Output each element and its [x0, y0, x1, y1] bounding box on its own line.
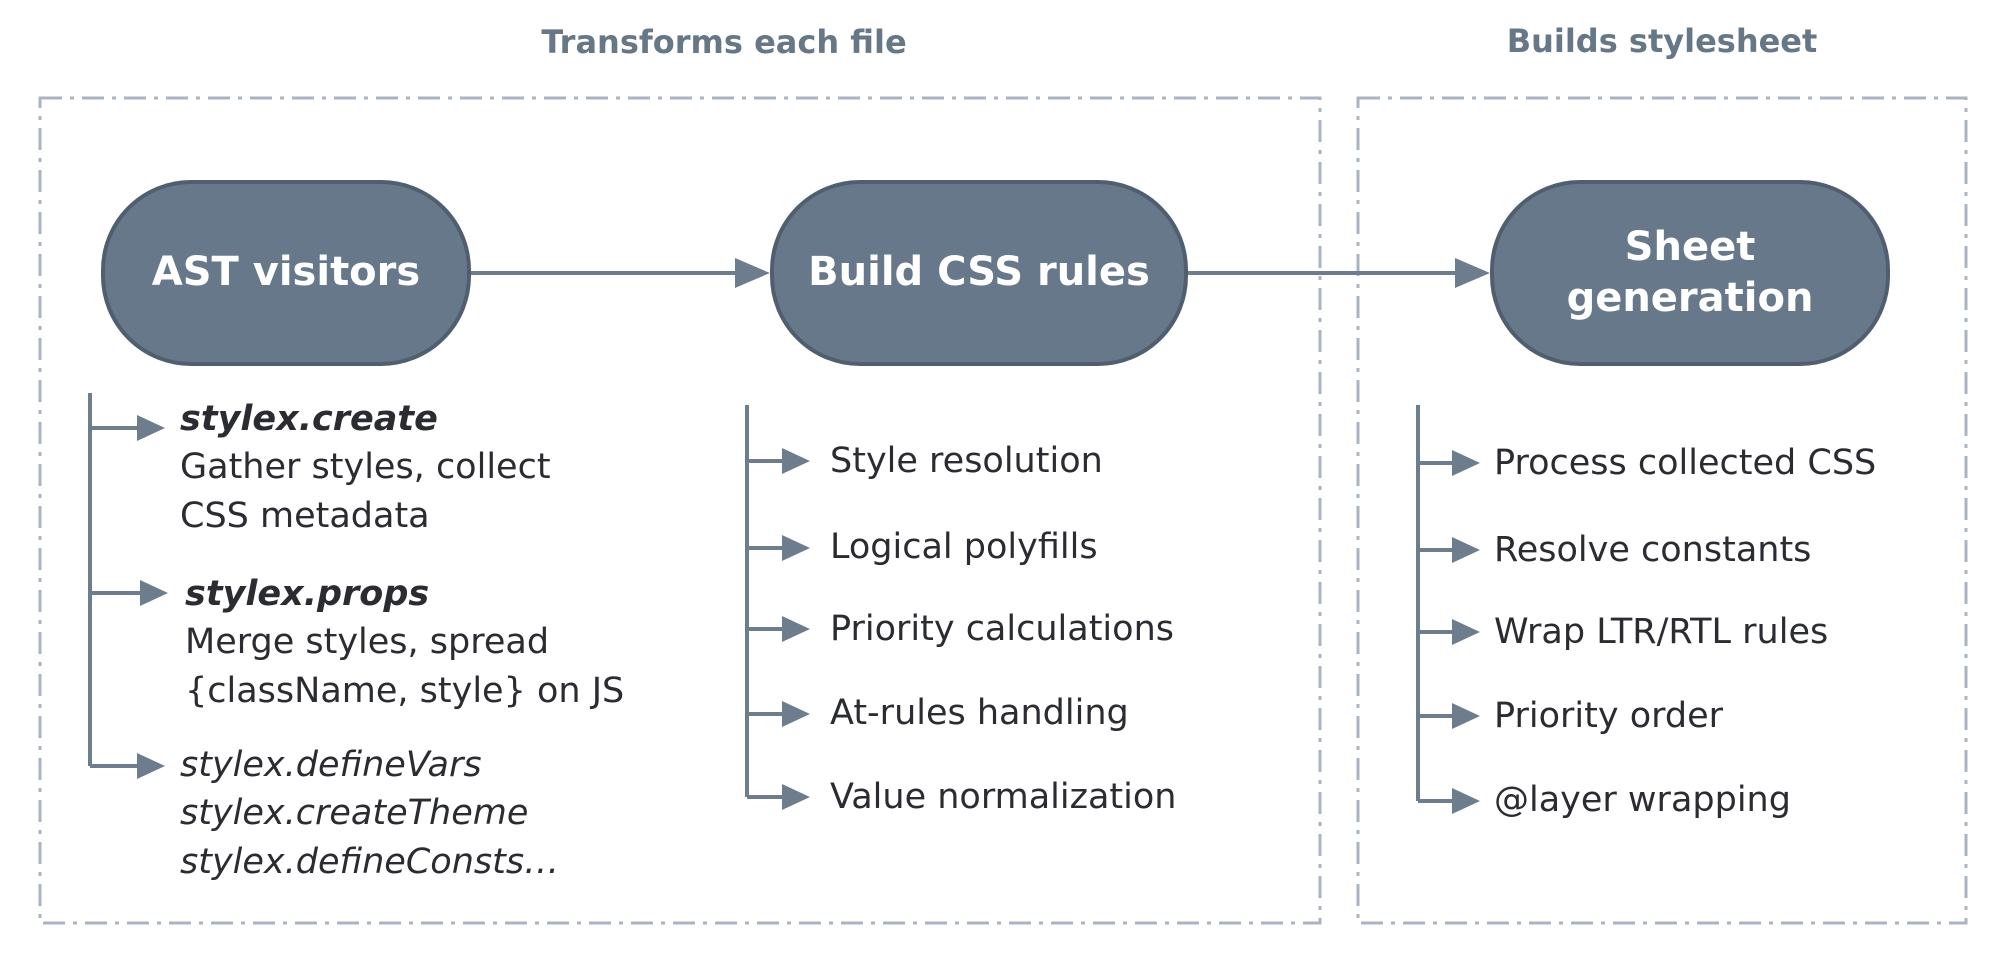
build-item-at-rules-handling: At-rules handling: [830, 693, 1129, 733]
sheet-generation-bracket: [1416, 405, 1480, 814]
ast-item-props-desc-1: Merge styles, spread: [185, 622, 550, 663]
ast-item-props-desc-2: {className, style} on JS: [185, 670, 625, 711]
node-sheet-generation: Sheet generation: [1490, 180, 1890, 366]
api-stylex-props: stylex.props: [185, 574, 430, 614]
arrow-right-icon: [1452, 450, 1480, 476]
flow-arrow-build-to-sheet: [1188, 258, 1490, 288]
sheet-item-layer-wrapping: @layer wrapping: [1494, 780, 1791, 820]
node-build-css-rules: Build CSS rules: [770, 180, 1188, 366]
ast-item-create-desc-1: Gather styles, collect: [180, 447, 551, 488]
arrow-right-icon: [782, 701, 810, 727]
arrow-right-icon: [1452, 788, 1480, 814]
ast-item-create: stylex.create Gather styles, collect CSS…: [180, 395, 551, 540]
arrow-right-icon: [782, 448, 810, 474]
arrow-right-icon: [1452, 703, 1480, 729]
arrow-right-icon: [782, 616, 810, 642]
arrow-right-icon: [1452, 619, 1480, 645]
build-item-priority-calculations: Priority calculations: [830, 609, 1174, 649]
api-stylex-create: stylex.create: [180, 399, 438, 439]
ast-visitors-bracket: [88, 393, 168, 779]
transforms-each-file-frame: [38, 96, 1322, 925]
build-item-value-normalization: Value normalization: [830, 777, 1177, 817]
api-stylex-define-vars: stylex.defineVars: [180, 745, 482, 785]
section-title-transforms: Transforms each file: [541, 23, 907, 61]
section-title-builds-stylesheet: Builds stylesheet: [1506, 22, 1818, 60]
ast-item-other-apis: stylex.defineVars stylex.createTheme sty…: [180, 741, 559, 886]
sheet-item-process-collected-css: Process collected CSS: [1494, 443, 1877, 483]
ast-item-props: stylex.props Merge styles, spread {class…: [185, 570, 624, 715]
flow-arrow-ast-to-build: [470, 258, 770, 288]
api-stylex-create-theme: stylex.createTheme: [180, 793, 529, 834]
node-sheet-generation-line-1: Sheet: [1624, 223, 1756, 270]
build-item-logical-polyfills: Logical polyfills: [830, 527, 1098, 567]
sheet-item-resolve-constants: Resolve constants: [1494, 530, 1812, 570]
node-sheet-generation-label: Sheet generation: [1567, 222, 1814, 324]
node-ast-visitors: AST visitors: [101, 180, 471, 366]
builds-stylesheet-frame: [1356, 96, 1968, 925]
arrow-right-icon: [137, 753, 165, 779]
sheet-item-wrap-ltr-rtl-rules: Wrap LTR/RTL rules: [1494, 612, 1829, 652]
node-ast-visitors-label: AST visitors: [151, 249, 421, 296]
sheet-item-priority-order: Priority order: [1494, 696, 1724, 736]
ast-item-create-desc-2: CSS metadata: [180, 495, 430, 536]
build-item-style-resolution: Style resolution: [830, 441, 1103, 481]
api-stylex-define-consts: stylex.defineConsts…: [180, 841, 560, 882]
arrow-right-icon: [1452, 537, 1480, 563]
arrow-right-icon: [137, 415, 165, 441]
build-css-rules-bracket: [745, 405, 810, 810]
arrow-right-icon: [782, 535, 810, 561]
arrow-right-icon: [782, 784, 810, 810]
arrow-right-icon: [140, 580, 168, 606]
arrow-right-icon: [1455, 258, 1490, 288]
arrow-right-icon: [735, 258, 770, 288]
node-build-css-rules-label: Build CSS rules: [808, 249, 1150, 296]
node-sheet-generation-line-2: generation: [1566, 275, 1814, 321]
